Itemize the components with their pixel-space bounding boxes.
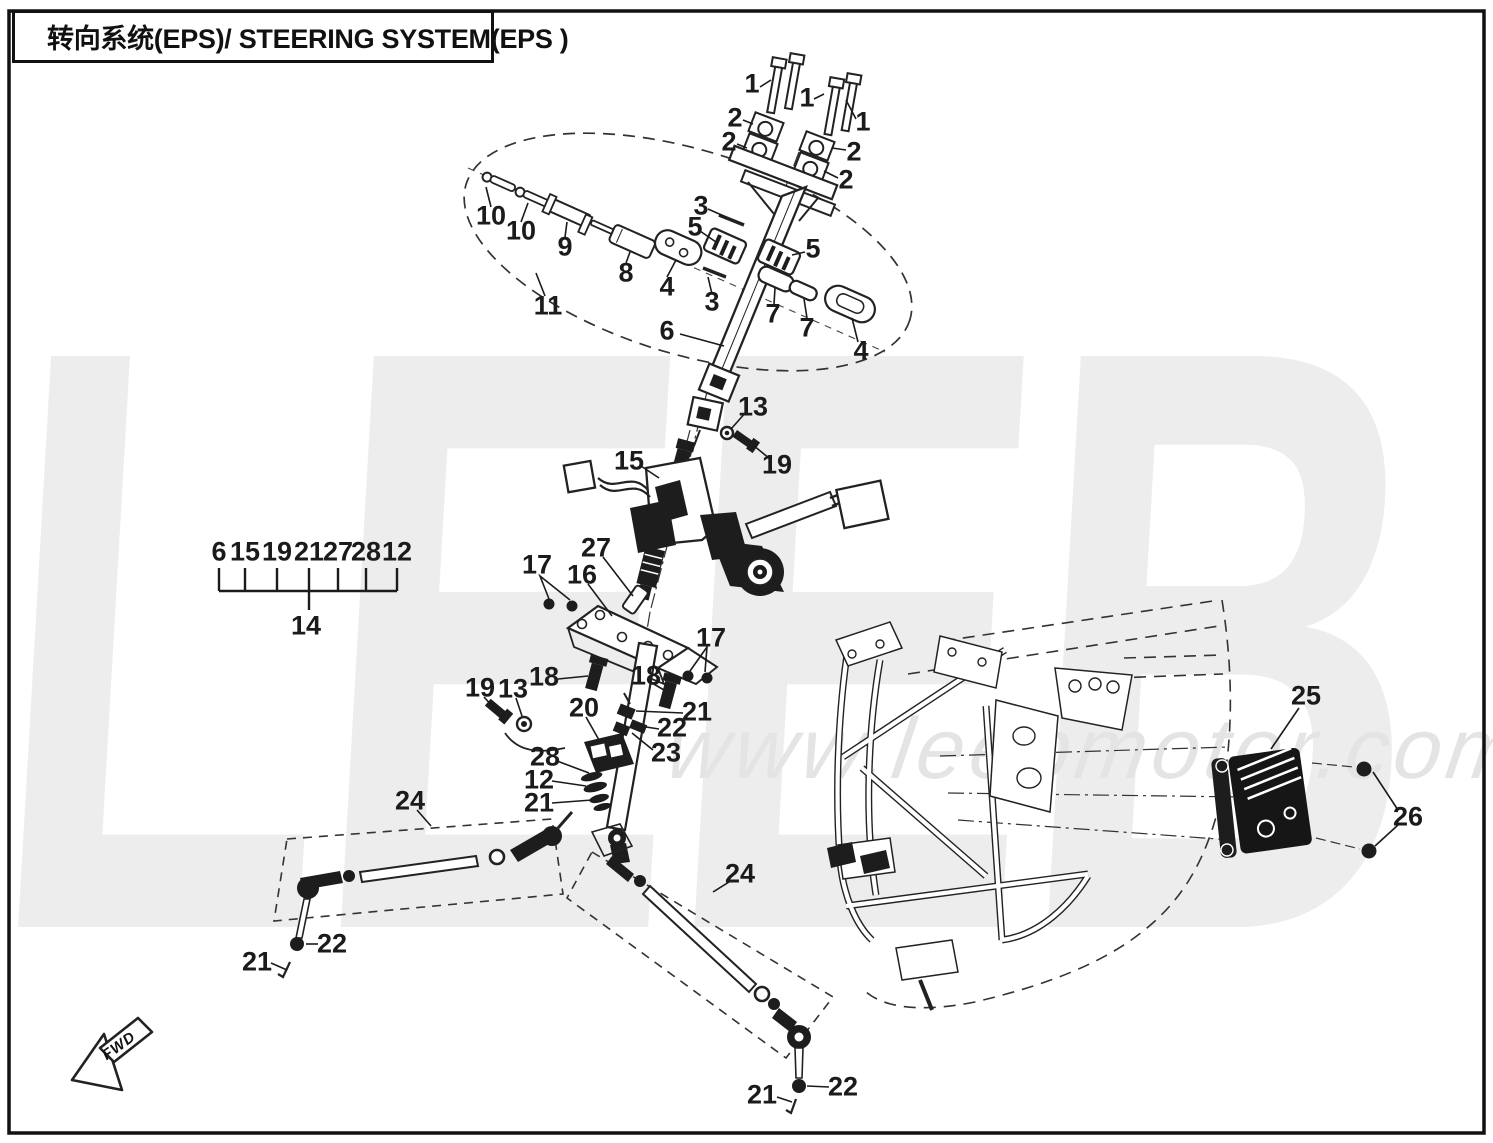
lower-steering-column	[484, 641, 659, 864]
page-border	[7, 9, 1486, 1135]
callout-leader-lines	[270, 79, 1399, 1103]
page-title: 转向系统(EPS)/ STEERING SYSTEM(EPS )	[47, 24, 569, 54]
eps-controller	[1211, 747, 1377, 859]
chassis-frame	[827, 599, 1244, 1011]
legend-bracket	[217, 568, 399, 610]
shaft-small-parts-left	[481, 171, 748, 279]
steering-wheel-bolts	[766, 52, 863, 137]
title-box: 转向系统(EPS)/ STEERING SYSTEM(EPS )	[12, 10, 569, 63]
mounting-bracket	[543, 598, 719, 710]
tie-rod-right	[565, 850, 835, 1115]
fwd-arrow	[70, 1016, 154, 1092]
shaft-small-parts-right	[756, 238, 876, 324]
eps-motor-unit	[562, 438, 890, 615]
tie-rod-left	[273, 811, 574, 979]
